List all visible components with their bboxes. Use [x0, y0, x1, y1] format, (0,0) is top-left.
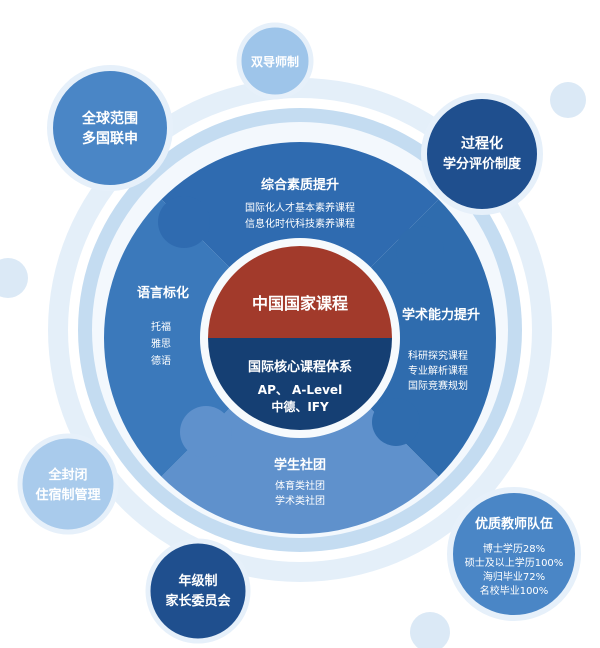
decor-dot	[0, 258, 28, 298]
puzzle-bump	[180, 406, 232, 458]
bubble-parents: 年级制 家长委员会	[145, 538, 251, 644]
decor-dot	[410, 612, 450, 648]
center-bottom-half	[208, 338, 392, 430]
bubble-global-line1: 全球范围	[81, 110, 138, 127]
segment-left-item: 雅思	[151, 337, 171, 350]
puzzle-bump	[372, 398, 420, 446]
center-bottom-title: 国际核心课程体系	[248, 359, 352, 375]
bubble-boarding-line2: 住宿制管理	[35, 487, 100, 503]
segment-left-item: 托福	[151, 320, 171, 333]
bubble-parents-line2: 家长委员会	[165, 593, 231, 609]
segment-left-item: 德语	[151, 354, 171, 367]
segment-top-item: 信息化时代科技素养课程	[245, 217, 355, 230]
segment-top-item: 国际化人才基本素养课程	[245, 201, 355, 214]
center-top-label: 中国国家课程	[252, 294, 348, 313]
bubble-teachers-item: 海归毕业72%	[483, 570, 545, 583]
center-bottom-line1: AP、 A-Level	[258, 383, 342, 397]
bubble-process-line1: 过程化	[461, 135, 503, 152]
bubble-process: 过程化 学分评价制度	[421, 93, 543, 215]
segment-bottom-title: 学生社团	[274, 457, 326, 473]
center-bottom-line2: 中德、IFY	[271, 399, 329, 414]
bubble-teachers: 优质教师队伍 博士学历28% 硕士及以上学历100% 海归毕业72% 名校毕业1…	[447, 487, 581, 621]
segment-right-item: 科研探究课程	[408, 349, 468, 362]
bubble-boarding-line1: 全封闭	[47, 467, 87, 483]
segment-right-title: 学术能力提升	[402, 307, 480, 323]
bubble-teachers-item: 名校毕业100%	[480, 584, 549, 597]
segment-top	[161, 142, 439, 268]
segment-top-title: 综合素质提升	[261, 177, 339, 193]
center-top-half	[208, 246, 392, 338]
segment-left-title: 语言标化	[137, 285, 189, 301]
decor-dot	[550, 82, 586, 118]
bubble-teachers-item: 博士学历28%	[483, 542, 545, 555]
segment-bottom-item: 学术类社团	[275, 494, 325, 507]
bubble-parents-line1: 年级制	[178, 573, 217, 589]
segment-right-item: 专业解析课程	[408, 364, 468, 377]
bubble-global: 全球范围 多国联申	[47, 65, 173, 191]
bubble-mentor: 双导师制	[236, 22, 314, 100]
bubble-global-line2: 多国联申	[82, 130, 138, 147]
bubble-teachers-item: 硕士及以上学历100%	[465, 556, 564, 569]
bubble-teachers-title: 优质教师队伍	[475, 516, 553, 532]
puzzle-bump	[396, 226, 444, 274]
bubble-mentor-line1: 双导师制	[251, 54, 299, 69]
bubble-process-line2: 学分评价制度	[443, 156, 522, 172]
segment-right-item: 国际竞赛规划	[408, 379, 468, 392]
bubble-boarding: 全封闭 住宿制管理	[17, 433, 119, 535]
puzzle-bump	[158, 196, 210, 248]
segment-bottom-item: 体育类社团	[275, 479, 325, 492]
